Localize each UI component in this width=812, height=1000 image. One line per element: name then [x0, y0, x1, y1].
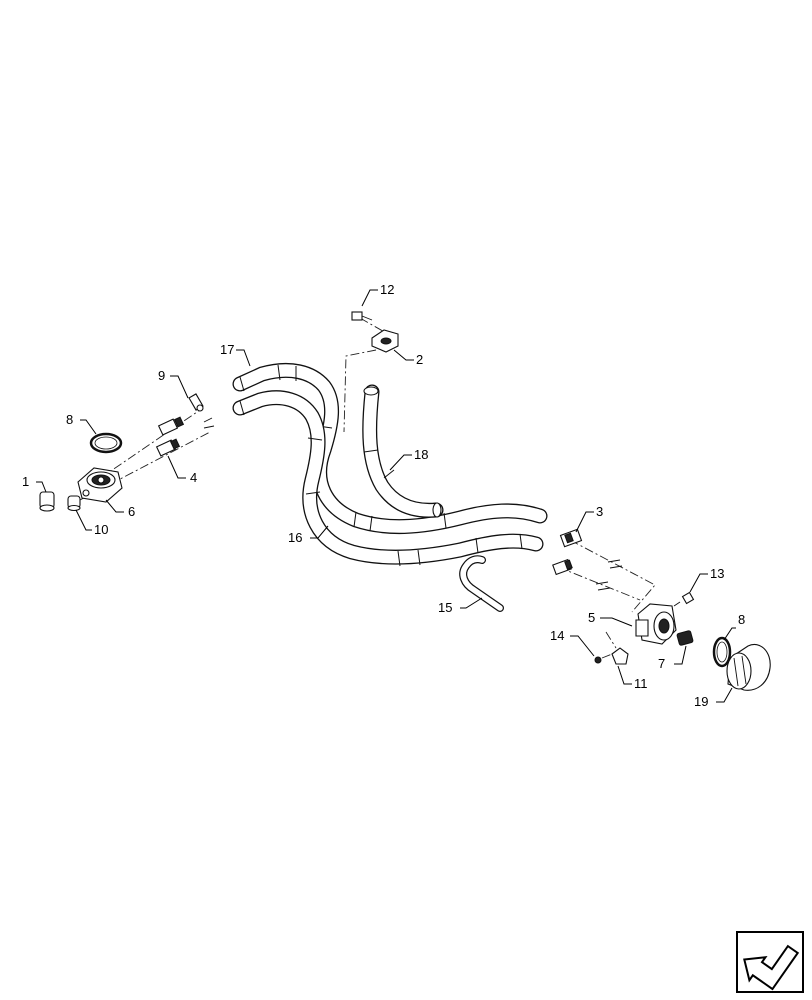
callout-6: 6 [128, 504, 135, 519]
fitting-4 [155, 438, 181, 457]
nipple-7 [676, 630, 694, 646]
plug-10 [67, 495, 81, 512]
callout-15: 15 [438, 600, 452, 615]
navigation-arrow-icon[interactable] [736, 930, 804, 994]
callout-3: 3 [596, 504, 603, 519]
callout-13: 13 [710, 566, 724, 581]
fitting-3 [559, 528, 583, 548]
callouts: 1 2 3 4 5 6 7 8 8 9 10 11 12 13 14 15 16… [22, 282, 745, 709]
filter-head-5 [635, 603, 677, 645]
bolt-14 [594, 656, 602, 664]
callout-7: 7 [658, 656, 665, 671]
callout-8a: 8 [66, 412, 73, 427]
callout-5: 5 [588, 610, 595, 625]
oring-8-left [89, 432, 123, 454]
callout-19: 19 [694, 694, 708, 709]
filter-19 [726, 644, 771, 691]
rod-15 [459, 555, 504, 612]
bolt-12 [351, 311, 373, 321]
leader-lines [36, 289, 736, 703]
callout-17: 17 [220, 342, 234, 357]
clamp-2 [371, 329, 399, 353]
fitting-9 [188, 393, 204, 412]
callout-14: 14 [550, 628, 564, 643]
callout-4: 4 [190, 470, 197, 485]
plug-1 [39, 491, 55, 512]
hose-18 [362, 384, 444, 518]
callout-2: 2 [416, 352, 423, 367]
oring-8-right [712, 636, 732, 668]
callout-16: 16 [288, 530, 302, 545]
centerlines [79, 317, 656, 659]
fitting-upper-left [157, 416, 215, 436]
clips-right [595, 559, 623, 591]
hose-16 [232, 390, 544, 567]
fitting-right-lower [552, 558, 573, 576]
callout-10: 10 [94, 522, 108, 537]
callout-11: 11 [634, 676, 648, 691]
hose-17 [232, 362, 548, 535]
clamp-11 [611, 647, 629, 665]
callout-18: 18 [414, 447, 428, 462]
filter-head-6 [77, 467, 123, 503]
callout-1: 1 [22, 474, 29, 489]
callout-9: 9 [158, 368, 165, 383]
callout-12: 12 [380, 282, 394, 297]
callout-8b: 8 [738, 612, 745, 627]
bolt-13 [673, 591, 695, 607]
